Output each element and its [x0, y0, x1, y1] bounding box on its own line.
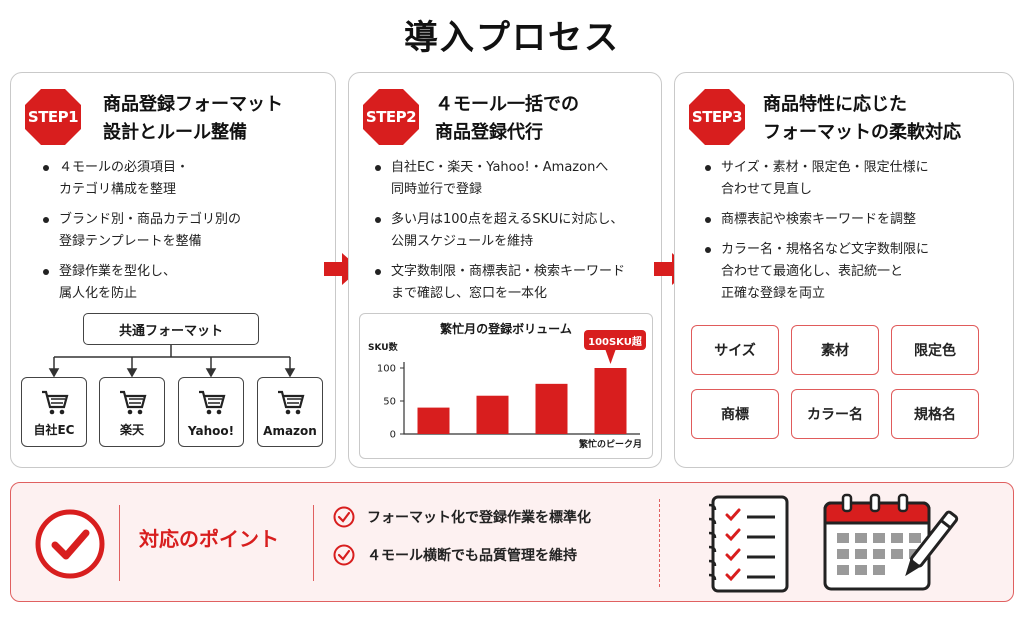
chart-plot: 0 50 100: [377, 350, 640, 441]
tag-material: 素材: [791, 325, 879, 375]
tag-trademark: 商標: [691, 389, 779, 439]
stop-badge-icon: [363, 89, 419, 145]
step2-title: ４モール一括での 商品登録代行: [435, 91, 579, 147]
step1-card: STEP1 商品登録フォーマット 設計とルール整備 ４モールの必須項目・ カテゴ…: [10, 72, 336, 468]
check-circle-icon: [333, 506, 355, 528]
tree-connector: [48, 345, 296, 378]
mall-label: Yahoo!: [187, 424, 235, 438]
chart-y-tick-label: 100: [377, 364, 396, 375]
step-title-line: 商品登録フォーマット: [103, 94, 283, 115]
cart-icon: [278, 390, 305, 415]
chart-y-tick-label: 50: [383, 397, 396, 408]
bullet-item: サイズ・素材・限定色・限定仕様に 合わせて見直し: [701, 157, 929, 201]
mall-yahoo: Yahoo!: [178, 377, 244, 447]
chart-bar: [535, 383, 568, 434]
bullet-item: ４モールの必須項目・ カテゴリ構成を整理: [39, 157, 241, 201]
dashed-divider: [659, 499, 660, 587]
mall-amazon: Amazon: [257, 377, 323, 447]
mall-label: 自社EC: [33, 423, 75, 437]
checklist-icon: [708, 495, 789, 593]
chart-y-axis-label: SKU数: [368, 343, 398, 353]
step-title-line: 商品登録代行: [435, 122, 543, 143]
common-format-box: 共通フォーマット: [83, 313, 259, 345]
mall-label: 楽天: [119, 423, 144, 437]
divider: [119, 505, 120, 581]
point-item: ４モール横断でも品質管理を維持: [333, 544, 577, 566]
mall-label: Amazon: [263, 424, 317, 438]
chart-callout-pointer: [605, 350, 616, 364]
chart-callout: 100SKU超: [584, 330, 646, 350]
step3-bullets: サイズ・素材・限定色・限定仕様に 合わせて見直し 商標表記や検索キーワードを調整…: [701, 157, 929, 313]
point-panel: 対応のポイント フォーマット化で登録作業を標準化 ４モール横断でも品質管理を維持: [10, 482, 1014, 602]
check-circle-icon: [333, 544, 355, 566]
mall-own-ec: 自社EC: [21, 377, 87, 447]
stop-badge-icon: [25, 89, 81, 145]
step-badge-label: STEP3: [691, 108, 743, 126]
chart-title: 繁忙月の登録ボリューム: [440, 322, 572, 336]
bullet-item: 自社EC・楽天・Yahoo!・Amazonへ 同時並行で登録: [371, 157, 625, 201]
cart-icon: [120, 390, 147, 415]
volume-chart: 繁忙月の登録ボリューム SKU数 0 50 100 100SKU超 繁忙のピーク月: [359, 313, 653, 459]
step1-title: 商品登録フォーマット 設計とルール整備: [103, 91, 283, 147]
step3-title: 商品特性に応じた フォーマットの柔軟対応: [763, 91, 961, 147]
step-badge-label: STEP1: [27, 108, 79, 126]
chart-bar: [594, 368, 627, 434]
bullet-item: 商標表記や検索キーワードを調整: [701, 209, 929, 231]
chart-note: 繁忙のピーク月: [578, 440, 642, 450]
chart-bar: [476, 395, 509, 434]
step1-bullets: ４モールの必須項目・ カテゴリ構成を整理 ブランド別・商品カテゴリ別の 登録テン…: [39, 157, 241, 313]
cart-icon: [199, 390, 226, 415]
step-title-line: ４モール一括での: [435, 94, 579, 115]
page-title: 導入プロセス: [404, 18, 620, 58]
bullet-item: ブランド別・商品カテゴリ別の 登録テンプレートを整備: [39, 209, 241, 253]
point-item-label: フォーマット化で登録作業を標準化: [367, 510, 591, 526]
bullet-item: カラー名・規格名など文字数制限に 合わせて最適化し、表記統一と 正確な登録を両立: [701, 239, 929, 305]
cart-icon: [42, 390, 69, 415]
point-item: フォーマット化で登録作業を標準化: [333, 506, 591, 528]
point-title: 対応のポイント: [139, 527, 279, 551]
bullet-item: 多い月は100点を超えるSKUに対応し、 公開スケジュールを維持: [371, 209, 625, 253]
tag-spec-name: 規格名: [891, 389, 979, 439]
step-badge-label: STEP2: [365, 108, 417, 126]
point-item-label: ４モール横断でも品質管理を維持: [367, 548, 577, 564]
chart-y-tick-label: 0: [390, 430, 396, 441]
tag-size: サイズ: [691, 325, 779, 375]
mall-rakuten: 楽天: [99, 377, 165, 447]
bullet-item: 登録作業を型化し、 属人化を防止: [39, 261, 241, 305]
chart-bar: [417, 407, 450, 434]
step-title-line: 設計とルール整備: [103, 122, 247, 143]
step-title-line: フォーマットの柔軟対応: [763, 122, 961, 143]
stop-badge-icon: [689, 89, 745, 145]
bullet-item: 文字数制限・商標表記・検索キーワード まで確認し、窓口を一本化: [371, 261, 625, 305]
divider: [313, 505, 314, 581]
step-title-line: 商品特性に応じた: [763, 94, 907, 115]
step2-card: STEP2 ４モール一括での 商品登録代行 自社EC・楽天・Yahoo!・Ama…: [348, 72, 662, 468]
tag-color-name: カラー名: [791, 389, 879, 439]
check-circle-icon: [35, 509, 105, 579]
step3-card: STEP3 商品特性に応じた フォーマットの柔軟対応 サイズ・素材・限定色・限定…: [674, 72, 1014, 468]
tag-limited-color: 限定色: [891, 325, 979, 375]
step2-bullets: 自社EC・楽天・Yahoo!・Amazonへ 同時並行で登録 多い月は100点を…: [371, 157, 625, 313]
calendar-pen-icon: [823, 493, 959, 591]
